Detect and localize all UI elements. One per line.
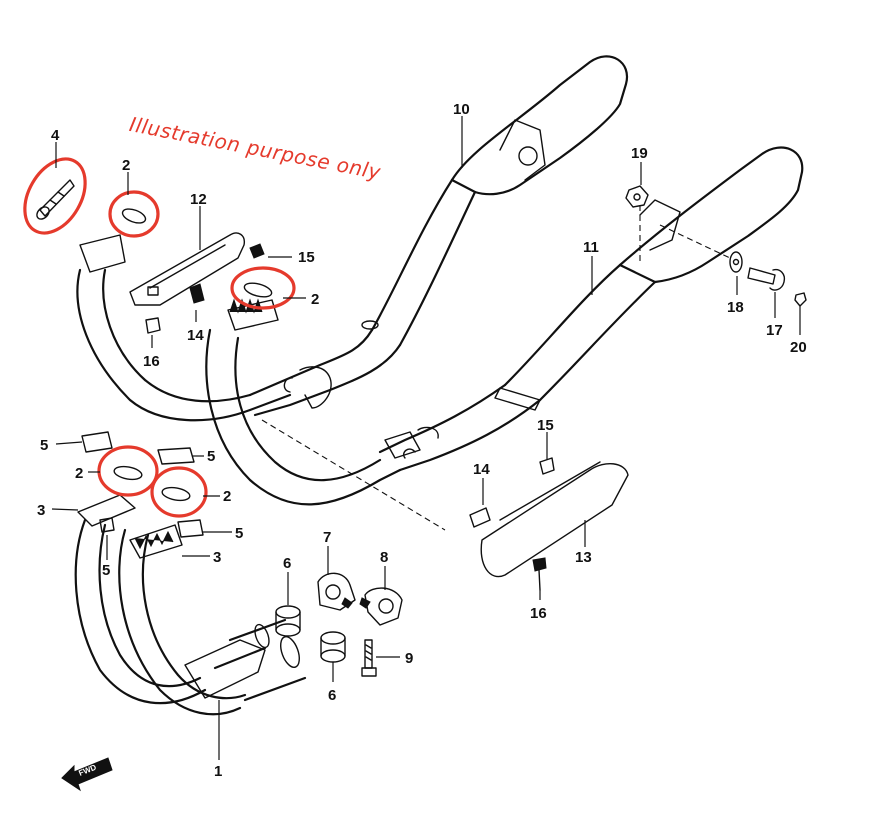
exhaust-flange-3 xyxy=(77,494,183,559)
gasket-2 xyxy=(113,208,273,502)
callout-10: 10 xyxy=(453,101,470,118)
clip-15-lower xyxy=(539,457,555,475)
callout-labels: 4 2 12 15 2 14 16 10 19 11 18 17 20 5 5 … xyxy=(37,101,807,780)
bolt-16-upper xyxy=(145,317,161,334)
clip-14-lower xyxy=(469,507,491,528)
clamp-7 xyxy=(317,572,356,611)
muffler-10 xyxy=(248,55,629,417)
washer-18 xyxy=(729,251,743,273)
callout-6: 6 xyxy=(328,687,336,704)
rear-exhaust-pipes xyxy=(76,268,402,506)
heat-shield-12 xyxy=(129,232,245,306)
callout-14: 14 xyxy=(187,327,204,344)
callout-5: 5 xyxy=(207,448,215,465)
callout-19: 19 xyxy=(631,145,648,162)
nut-19 xyxy=(625,185,649,208)
callout-15: 15 xyxy=(537,417,554,434)
callout-8: 8 xyxy=(380,549,388,566)
cap-20 xyxy=(794,292,807,307)
heat-shield-13 xyxy=(480,461,629,578)
clip-14-upper xyxy=(189,283,205,304)
callout-2: 2 xyxy=(122,157,130,174)
fwd-arrow-icon: FWD xyxy=(61,757,113,792)
callout-12: 12 xyxy=(190,191,207,208)
callout-20: 20 xyxy=(790,339,807,356)
clip-15-upper xyxy=(249,243,265,259)
callout-3: 3 xyxy=(37,502,45,519)
muffler-11 xyxy=(378,146,804,472)
bolt-16-lower xyxy=(532,557,547,591)
callout-5: 5 xyxy=(235,525,243,542)
callout-11: 11 xyxy=(583,239,599,256)
callout-4: 4 xyxy=(51,127,60,144)
callout-2: 2 xyxy=(223,488,231,505)
callout-16: 16 xyxy=(143,353,160,370)
front-exhaust-pipe-1 xyxy=(74,518,307,716)
leader-lines xyxy=(51,116,801,760)
callout-7: 7 xyxy=(323,529,331,546)
callout-6: 6 xyxy=(283,555,291,572)
callout-1: 1 xyxy=(214,763,222,780)
callout-18: 18 xyxy=(727,299,744,316)
assembly-lines xyxy=(261,205,731,531)
joint-gasket-6 xyxy=(275,605,346,663)
upper-flange xyxy=(79,234,279,331)
highlight-gasket-2-top xyxy=(108,190,160,238)
callout-17: 17 xyxy=(766,322,783,339)
callout-9: 9 xyxy=(405,650,413,667)
callout-3: 3 xyxy=(213,549,221,566)
callout-5: 5 xyxy=(102,562,110,579)
callout-2: 2 xyxy=(75,465,83,482)
clamp-8 xyxy=(359,587,403,626)
bolt-4 xyxy=(36,179,75,220)
highlight-markers xyxy=(23,157,296,518)
callout-2: 2 xyxy=(311,291,319,308)
callout-15: 15 xyxy=(298,249,315,266)
collar-5 xyxy=(81,431,204,538)
highlight-gasket-2-left xyxy=(97,445,159,497)
highlight-gasket-2-right xyxy=(150,466,208,518)
callout-5: 5 xyxy=(40,437,48,454)
callout-16: 16 xyxy=(530,605,547,622)
bolt-17 xyxy=(747,267,786,291)
callout-14: 14 xyxy=(473,461,490,478)
highlight-bolt-4 xyxy=(23,157,87,235)
callout-13: 13 xyxy=(575,549,592,566)
highlight-gasket-2-mid xyxy=(230,266,296,310)
bolt-9 xyxy=(361,639,377,677)
